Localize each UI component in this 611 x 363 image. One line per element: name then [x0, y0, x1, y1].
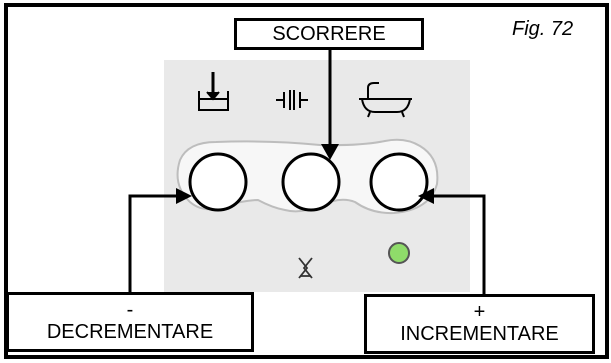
increment-button[interactable]: [369, 152, 429, 212]
scroll-label: SCORRERE: [272, 23, 386, 45]
connector-lines: [128, 50, 486, 294]
bathtub-icon: [359, 82, 412, 118]
scroll-arrowhead: [321, 144, 339, 160]
increment-symbol: +: [473, 301, 486, 323]
increment-label-box: + INCREMENTARE: [364, 294, 595, 354]
decrement-button[interactable]: [188, 152, 248, 212]
figure-label: Fig. 72: [512, 18, 574, 40]
increment-label: INCREMENTARE: [400, 323, 559, 345]
tank-fill-icon: [198, 72, 229, 111]
decrement-arrowhead: [176, 188, 192, 204]
crossed-out-symbol-icon: [298, 257, 313, 279]
decrement-label: DECREMENTARE: [46, 321, 214, 343]
green-led-indicator: [388, 242, 410, 264]
scroll-button[interactable]: [281, 152, 341, 212]
increment-arrowhead: [418, 188, 434, 204]
decrement-symbol: -: [126, 299, 134, 321]
decrement-label-box: - DECREMENTARE: [6, 292, 254, 352]
valve-icon: [276, 90, 308, 110]
scroll-label-box: SCORRERE: [234, 18, 424, 50]
